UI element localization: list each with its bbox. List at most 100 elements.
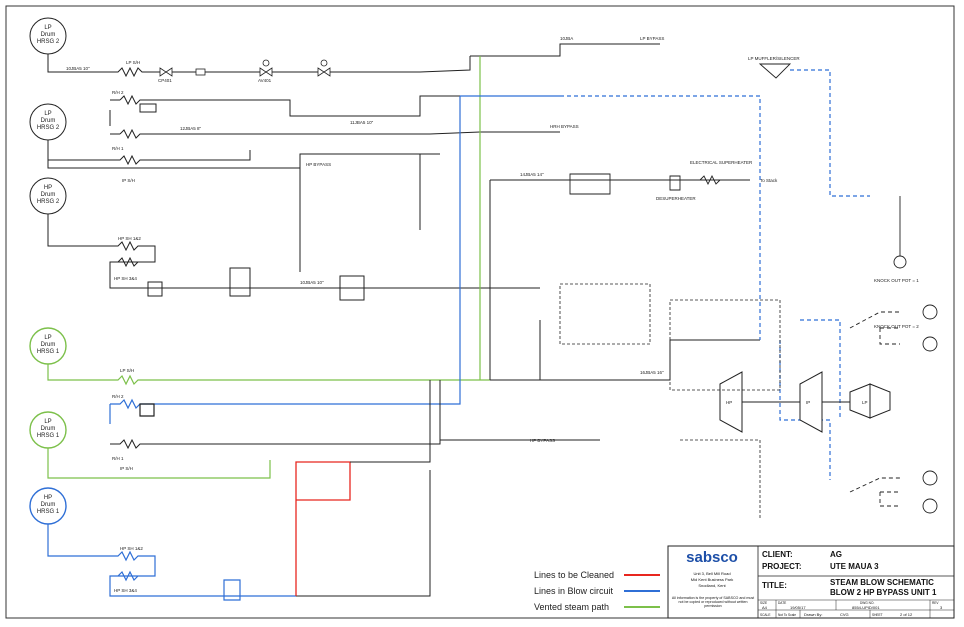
heater-label: IP S/H xyxy=(120,466,133,471)
project-value: UTE MAUA 3 xyxy=(830,562,879,571)
hrsg1-rh-line xyxy=(109,95,560,424)
lp-muffler xyxy=(758,63,792,79)
size-label: SIZE xyxy=(760,601,767,605)
title-label: TITLE: xyxy=(762,581,787,590)
hrsg1-hp-line-black xyxy=(296,470,431,597)
pipe-label: LP BYPASS xyxy=(640,36,664,41)
drum-hrsg1-lp-b: LP Drum HRSG 1 xyxy=(29,411,67,449)
drum-label-line: HRSG 1 xyxy=(37,433,60,439)
drum-label-line: Drum xyxy=(41,192,56,198)
drum-label-line: Drum xyxy=(41,342,56,348)
pipe-label: HRH BYPASS xyxy=(550,124,579,129)
legend-label: Lines in Blow circuit xyxy=(534,586,614,596)
drum-label-line: HRSG 2 xyxy=(37,125,60,131)
valve-cluster-top xyxy=(159,59,331,77)
hrsg1-lp-line xyxy=(47,56,490,479)
project-label: PROJECT: xyxy=(762,562,802,571)
sheet-value: 2 of 12 xyxy=(900,612,913,617)
sabsco-logo: sabsco xyxy=(686,549,738,566)
legend-label: Vented steam path xyxy=(534,602,609,612)
company-line: Unit 3, Bell Mill Road xyxy=(693,571,730,576)
drum-label-line: HRSG 1 xyxy=(37,349,60,355)
valve-label: AV401 xyxy=(258,78,272,83)
drum-label-line: HP xyxy=(44,495,52,501)
legend-label: Lines to be Cleaned xyxy=(534,570,614,580)
equipment-label: ELECTRICAL SUPERHEATER xyxy=(690,160,753,165)
rev-value: 3 xyxy=(940,605,943,610)
lines-to-be-cleaned xyxy=(295,461,351,596)
legend-item: Vented steam path xyxy=(534,602,660,612)
notice-box: All information is the property of SABSC… xyxy=(671,596,755,609)
heater-label: IP S/H xyxy=(122,178,135,183)
heater-label: LP S/H xyxy=(120,368,134,373)
turbine-train xyxy=(719,371,891,433)
knock-out-pot-circles xyxy=(922,304,938,514)
sheet-border xyxy=(5,5,955,619)
dwg-label: DWG NO. xyxy=(860,601,874,605)
drum-label-line: LP xyxy=(44,111,51,117)
company-line: Mid Kent Business Park xyxy=(691,577,733,582)
drum-label-line: HP xyxy=(44,185,52,191)
client-label: CLIENT: xyxy=(762,550,793,559)
drum-label-line: HRSG 2 xyxy=(37,39,60,45)
hrsg2-hp-line xyxy=(47,214,540,301)
drum-label-line: Drum xyxy=(41,426,56,432)
pipe-label: HP BYPASS xyxy=(530,438,555,443)
drum-label-line: HRSG 2 xyxy=(37,199,60,205)
drum-hrsg2-hp: HP Drum HRSG 2 xyxy=(29,177,67,215)
knock-out-pot-2 xyxy=(849,311,900,507)
rev-label: REV xyxy=(932,601,939,605)
drawn-value: CVG xyxy=(840,612,849,617)
drum-label-line: Drum xyxy=(41,32,56,38)
hrsg2-ip-line xyxy=(47,153,440,272)
hrsg1-hp-line xyxy=(47,524,296,601)
date-label: DATE xyxy=(778,601,786,605)
client-value: AG xyxy=(830,550,842,559)
hrsg1-rh1-line xyxy=(110,380,441,450)
drum-label-line: LP xyxy=(44,25,51,31)
pipe-label: 10JBA5 10" xyxy=(300,280,324,285)
drum-label-line: LP xyxy=(44,419,51,425)
legend-item: Lines in Blow circuit xyxy=(534,586,660,596)
heater-label: R/H 1 xyxy=(112,146,124,151)
legend: Lines to be Cleaned Lines in Blow circui… xyxy=(534,570,660,612)
dwg-value: 8554-UPID/001 xyxy=(852,605,880,610)
turbine-label: HP xyxy=(726,400,732,405)
sheet-label: SHEET xyxy=(872,613,883,617)
legend-item: Lines to be Cleaned xyxy=(534,570,660,580)
electric-heater-train xyxy=(569,173,721,195)
drum-hrsg1-lp-a: LP Drum HRSG 1 xyxy=(29,327,67,365)
pipe-label: 14JBA5 14" xyxy=(520,172,544,177)
heater-label: R/H 2 xyxy=(112,90,124,95)
pipe-label: 11JBA5 10" xyxy=(350,120,374,125)
drum-hrsg1-hp: HP Drum HRSG 1 xyxy=(29,487,67,525)
title-line: BLOW 2 HP BYPASS UNIT 1 xyxy=(830,588,937,597)
valve-label: CP401 xyxy=(158,78,172,83)
copyright-notice: All information is the property of SABSC… xyxy=(671,596,755,609)
size-value: A4 xyxy=(762,605,768,610)
heater-label: HP SH 1&2 xyxy=(120,546,143,551)
pipe-label: 16JBA5 16" xyxy=(640,370,664,375)
drum-hrsg2-lp-a: LP Drum HRSG 2 xyxy=(29,17,67,55)
heater-label: HP SH 3&4 xyxy=(114,276,137,281)
knock-out-pot-1 xyxy=(893,196,907,269)
hrsg2-rh-line xyxy=(47,94,560,166)
blow-vent-dashed xyxy=(560,69,870,480)
title-line: STEAM BLOW SCHEMATIC xyxy=(830,578,934,587)
heater-label: HP SH 1&2 xyxy=(118,236,141,241)
heater-label: R/H 1 xyxy=(112,456,124,461)
title-block: sabsco Unit 3, Bell Mill Road Mid Kent B… xyxy=(667,545,955,619)
pipe-label: 12JBA5 8" xyxy=(180,126,202,131)
equipment-label: To Stack xyxy=(760,178,778,183)
instrument-dashed-boxes xyxy=(559,283,781,520)
equipment-label: KNOCK OUT POT = 2 xyxy=(874,324,919,329)
turbine-label: LP xyxy=(862,400,868,405)
pipe-label: 10JBA5 10" xyxy=(66,66,90,71)
turbine-label: IP xyxy=(806,400,810,405)
pipe-label: 10JBA xyxy=(560,36,573,41)
drum-hrsg2-lp-b: LP Drum HRSG 2 xyxy=(29,103,67,141)
drum-label-line: Drum xyxy=(41,118,56,124)
scale-label: SCALE xyxy=(760,613,770,617)
hrsg2-lp-line xyxy=(47,43,660,78)
